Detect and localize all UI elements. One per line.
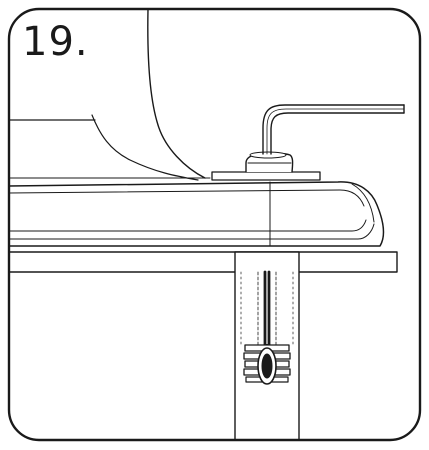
step-number: 19. <box>22 19 89 65</box>
hex-key <box>262 104 405 155</box>
hidden-lines <box>240 271 294 346</box>
mounting-bolt-head <box>245 151 294 173</box>
base-plate <box>9 181 385 247</box>
machine-body <box>9 9 211 181</box>
washer <box>211 171 321 181</box>
table-top <box>9 251 398 273</box>
panel-border <box>7 7 422 442</box>
threaded-screw <box>243 270 291 385</box>
